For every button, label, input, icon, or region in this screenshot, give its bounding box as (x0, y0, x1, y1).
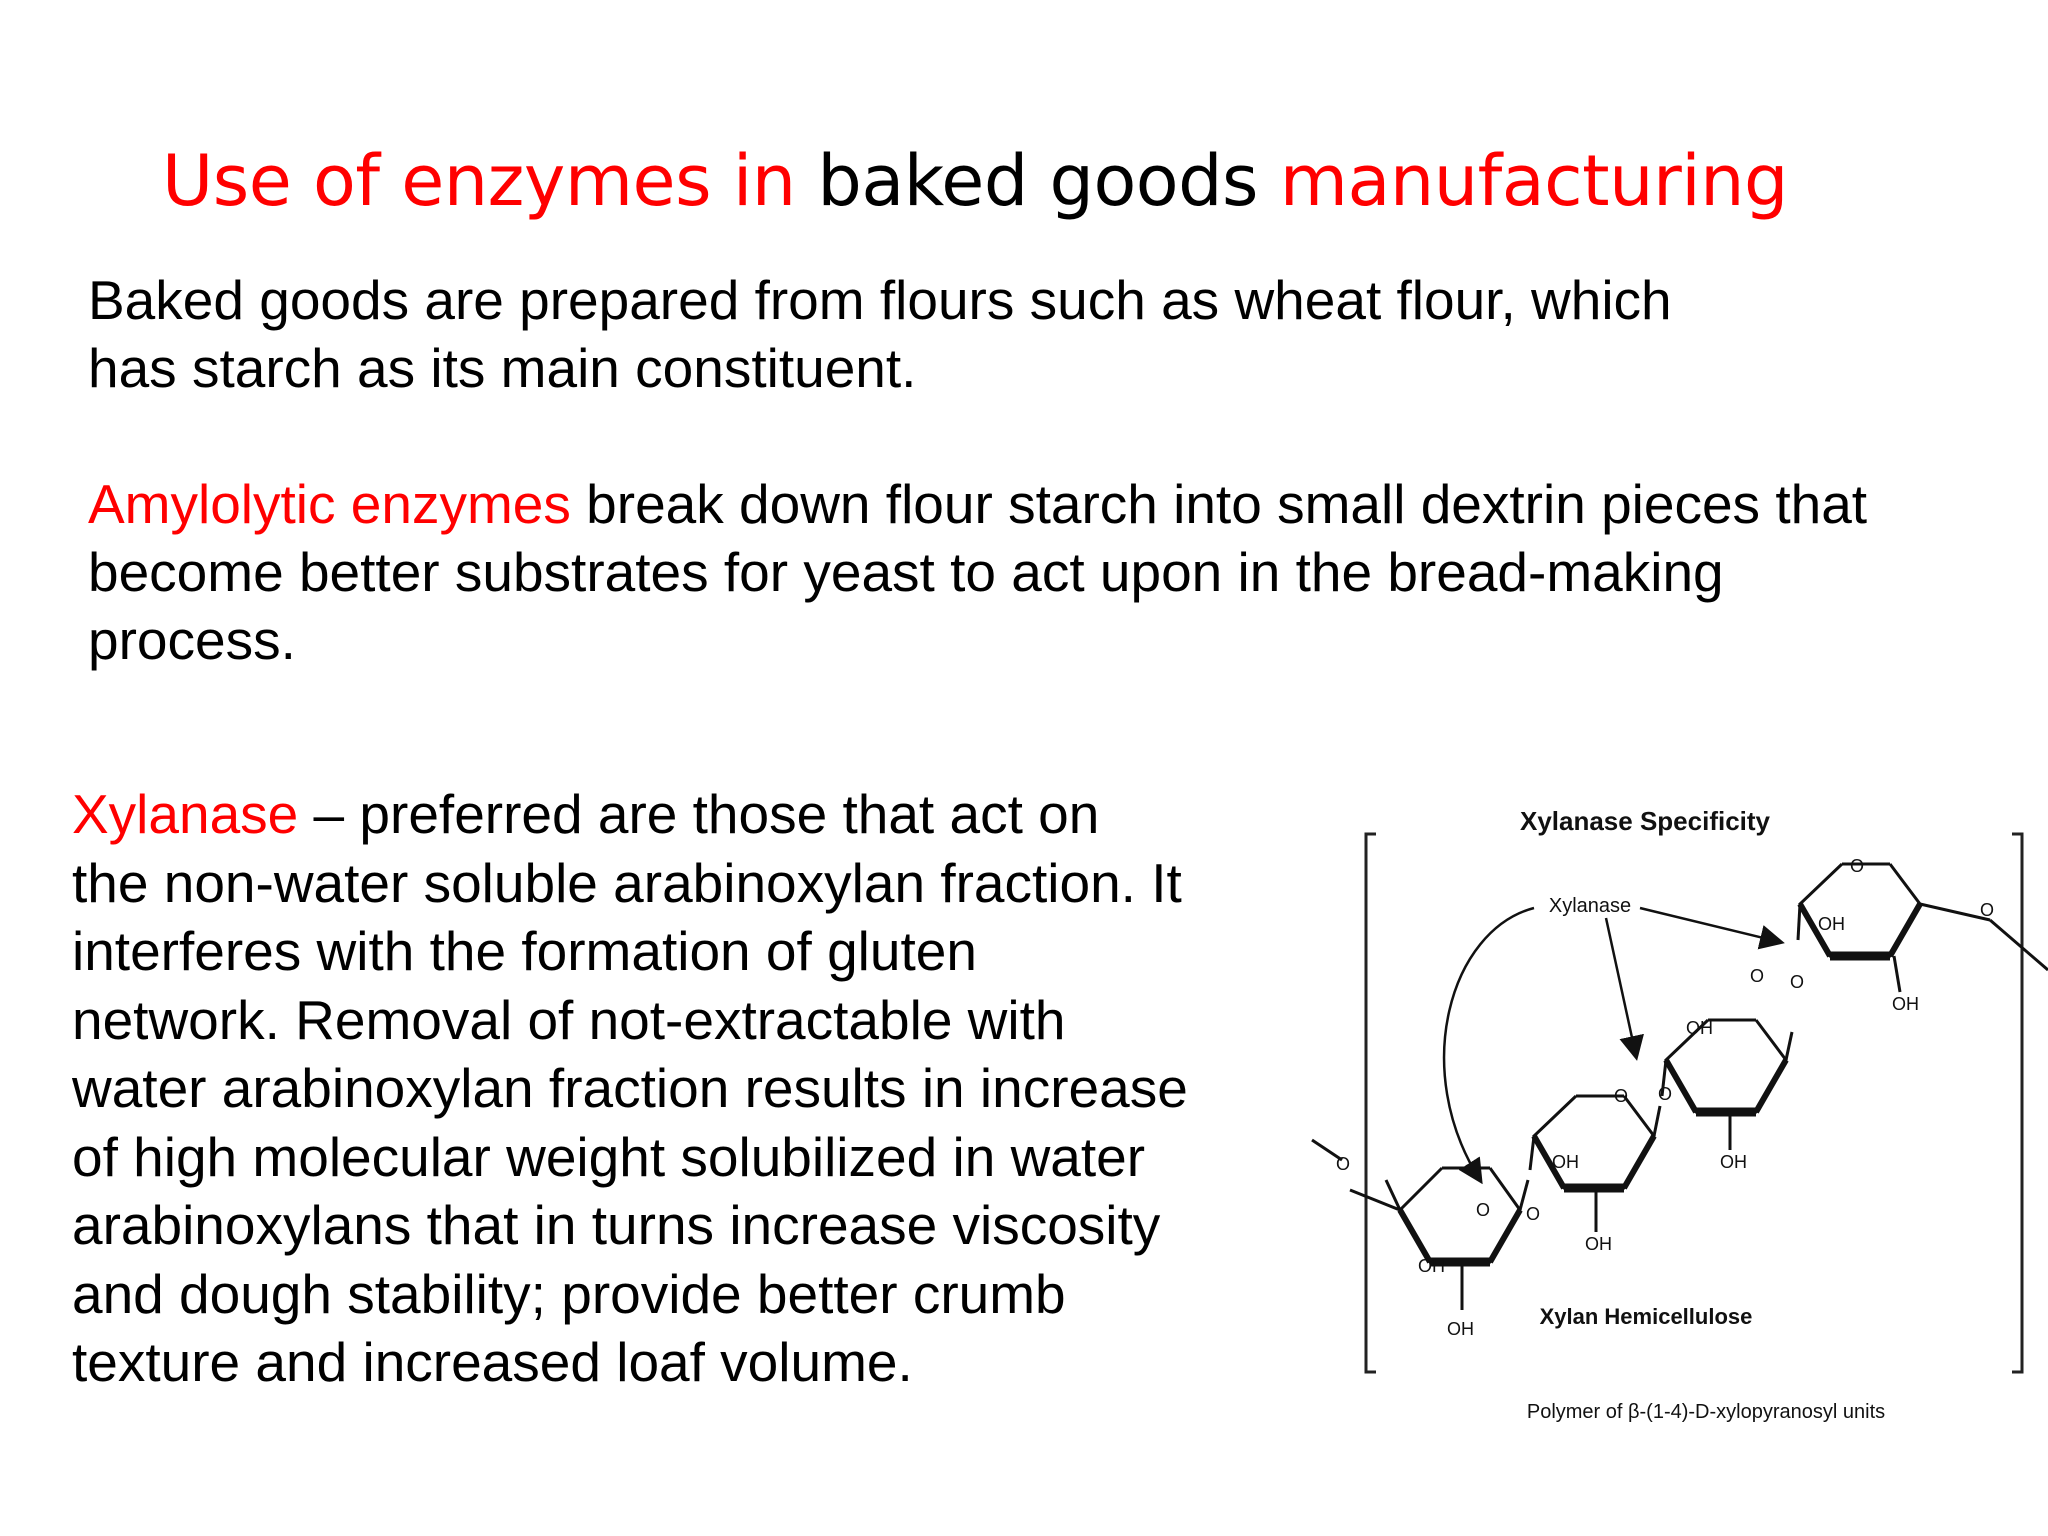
xylose-ring-1 (1311, 1138, 1530, 1310)
paragraph-amylolytic: Amylolytic enzymes break down flour star… (88, 470, 2008, 674)
paragraph-xylanase-line-3: interferes with the formation of gluten (72, 920, 977, 982)
oh-label-6: OH (1585, 1234, 1612, 1254)
oh-label-3: OH (1686, 1018, 1713, 1038)
oh-label-2: OH (1552, 1152, 1579, 1172)
o-label-4: O (1614, 1086, 1628, 1106)
slide-title: Use of enzymes in baked goods manufactur… (0, 140, 1950, 222)
paragraph-xylanase-line-9: texture and increased loaf volume. (72, 1331, 913, 1393)
o-label-1: O (1336, 1154, 1350, 1174)
oh-label-1: OH (1418, 1256, 1445, 1276)
xylanase-highlight: Xylanase (72, 783, 299, 845)
o-label-5: O (1658, 1084, 1672, 1104)
paragraph-xylanase-line-1: – preferred are those that act on (298, 783, 1100, 845)
xylanase-arrow-2 (1604, 917, 1644, 1061)
title-part-enzymes: Use of enzymes in (162, 140, 796, 222)
amylolytic-highlight: Amylolytic enzymes (88, 473, 571, 535)
paragraph-baked-goods-line-2: has starch as its main constituent. (88, 337, 917, 399)
xylanase-specificity-diagram: Xylanase Specificity (1311, 806, 2048, 1423)
title-part-baked-goods: baked goods (817, 140, 1259, 222)
paragraph-xylanase-line-4: network. Removal of not-extractable with (72, 988, 1066, 1051)
o-label-3: O (1526, 1204, 1540, 1224)
paragraph-xylanase-line-2: the non-water soluble arabinoxylan fract… (72, 851, 1182, 914)
oh-label-5: OH (1447, 1319, 1474, 1339)
paragraph-amylolytic-line-1: break down flour starch into small dextr… (570, 473, 1868, 535)
xylan-hemicellulose-label: Xylan Hemicellulose (1540, 1304, 1753, 1329)
xylanase-enzyme-label: Xylanase (1549, 895, 1631, 917)
right-bracket (2012, 832, 2024, 1374)
o-label-8: O (1850, 856, 1864, 876)
diagram-caption: Polymer of β-(1-4)-D-xylopyranosyl units (1527, 1401, 1885, 1423)
xylanase-arrow-3 (1639, 906, 1785, 950)
oh-label-7: OH (1720, 1152, 1747, 1172)
paragraph-baked-goods: Baked goods are prepared from flours suc… (88, 266, 1908, 402)
paragraph-xylanase-line-8: and dough stability; provide better crum… (72, 1262, 1066, 1325)
paragraph-amylolytic-line-3: process. (88, 609, 296, 671)
paragraph-xylanase: Xylanase – preferred are those that act … (72, 780, 1252, 1397)
xylose-ring-2 (1528, 1094, 1662, 1232)
paragraph-baked-goods-line-1: Baked goods are prepared from flours suc… (88, 269, 1672, 331)
xylose-ring-3 (1660, 1018, 1794, 1150)
diagram-title: Xylanase Specificity (1520, 806, 1771, 836)
paragraph-amylolytic-line-2: become better substrates for yeast to ac… (88, 541, 1724, 603)
oh-label-8: OH (1892, 994, 1919, 1014)
left-bracket (1364, 832, 1376, 1374)
xylanase-arrow-1 (1442, 906, 1535, 1185)
paragraph-xylanase-line-6: of high molecular weight solubilized in … (72, 1125, 1146, 1188)
paragraph-xylanase-line-7: arabinoxylans that in turns increase vis… (72, 1194, 1161, 1256)
title-part-manufacturing: manufacturing (1279, 140, 1789, 222)
o-label-6: O (1750, 966, 1764, 986)
paragraph-xylanase-line-5: water arabinoxylan fraction results in i… (72, 1057, 1188, 1119)
o-label-9: O (1980, 900, 1994, 920)
o-label-7: O (1790, 972, 1804, 992)
o-label-2: O (1476, 1200, 1490, 1220)
oh-label-4: OH (1818, 914, 1845, 934)
xylose-ring-4 (1796, 862, 2048, 993)
